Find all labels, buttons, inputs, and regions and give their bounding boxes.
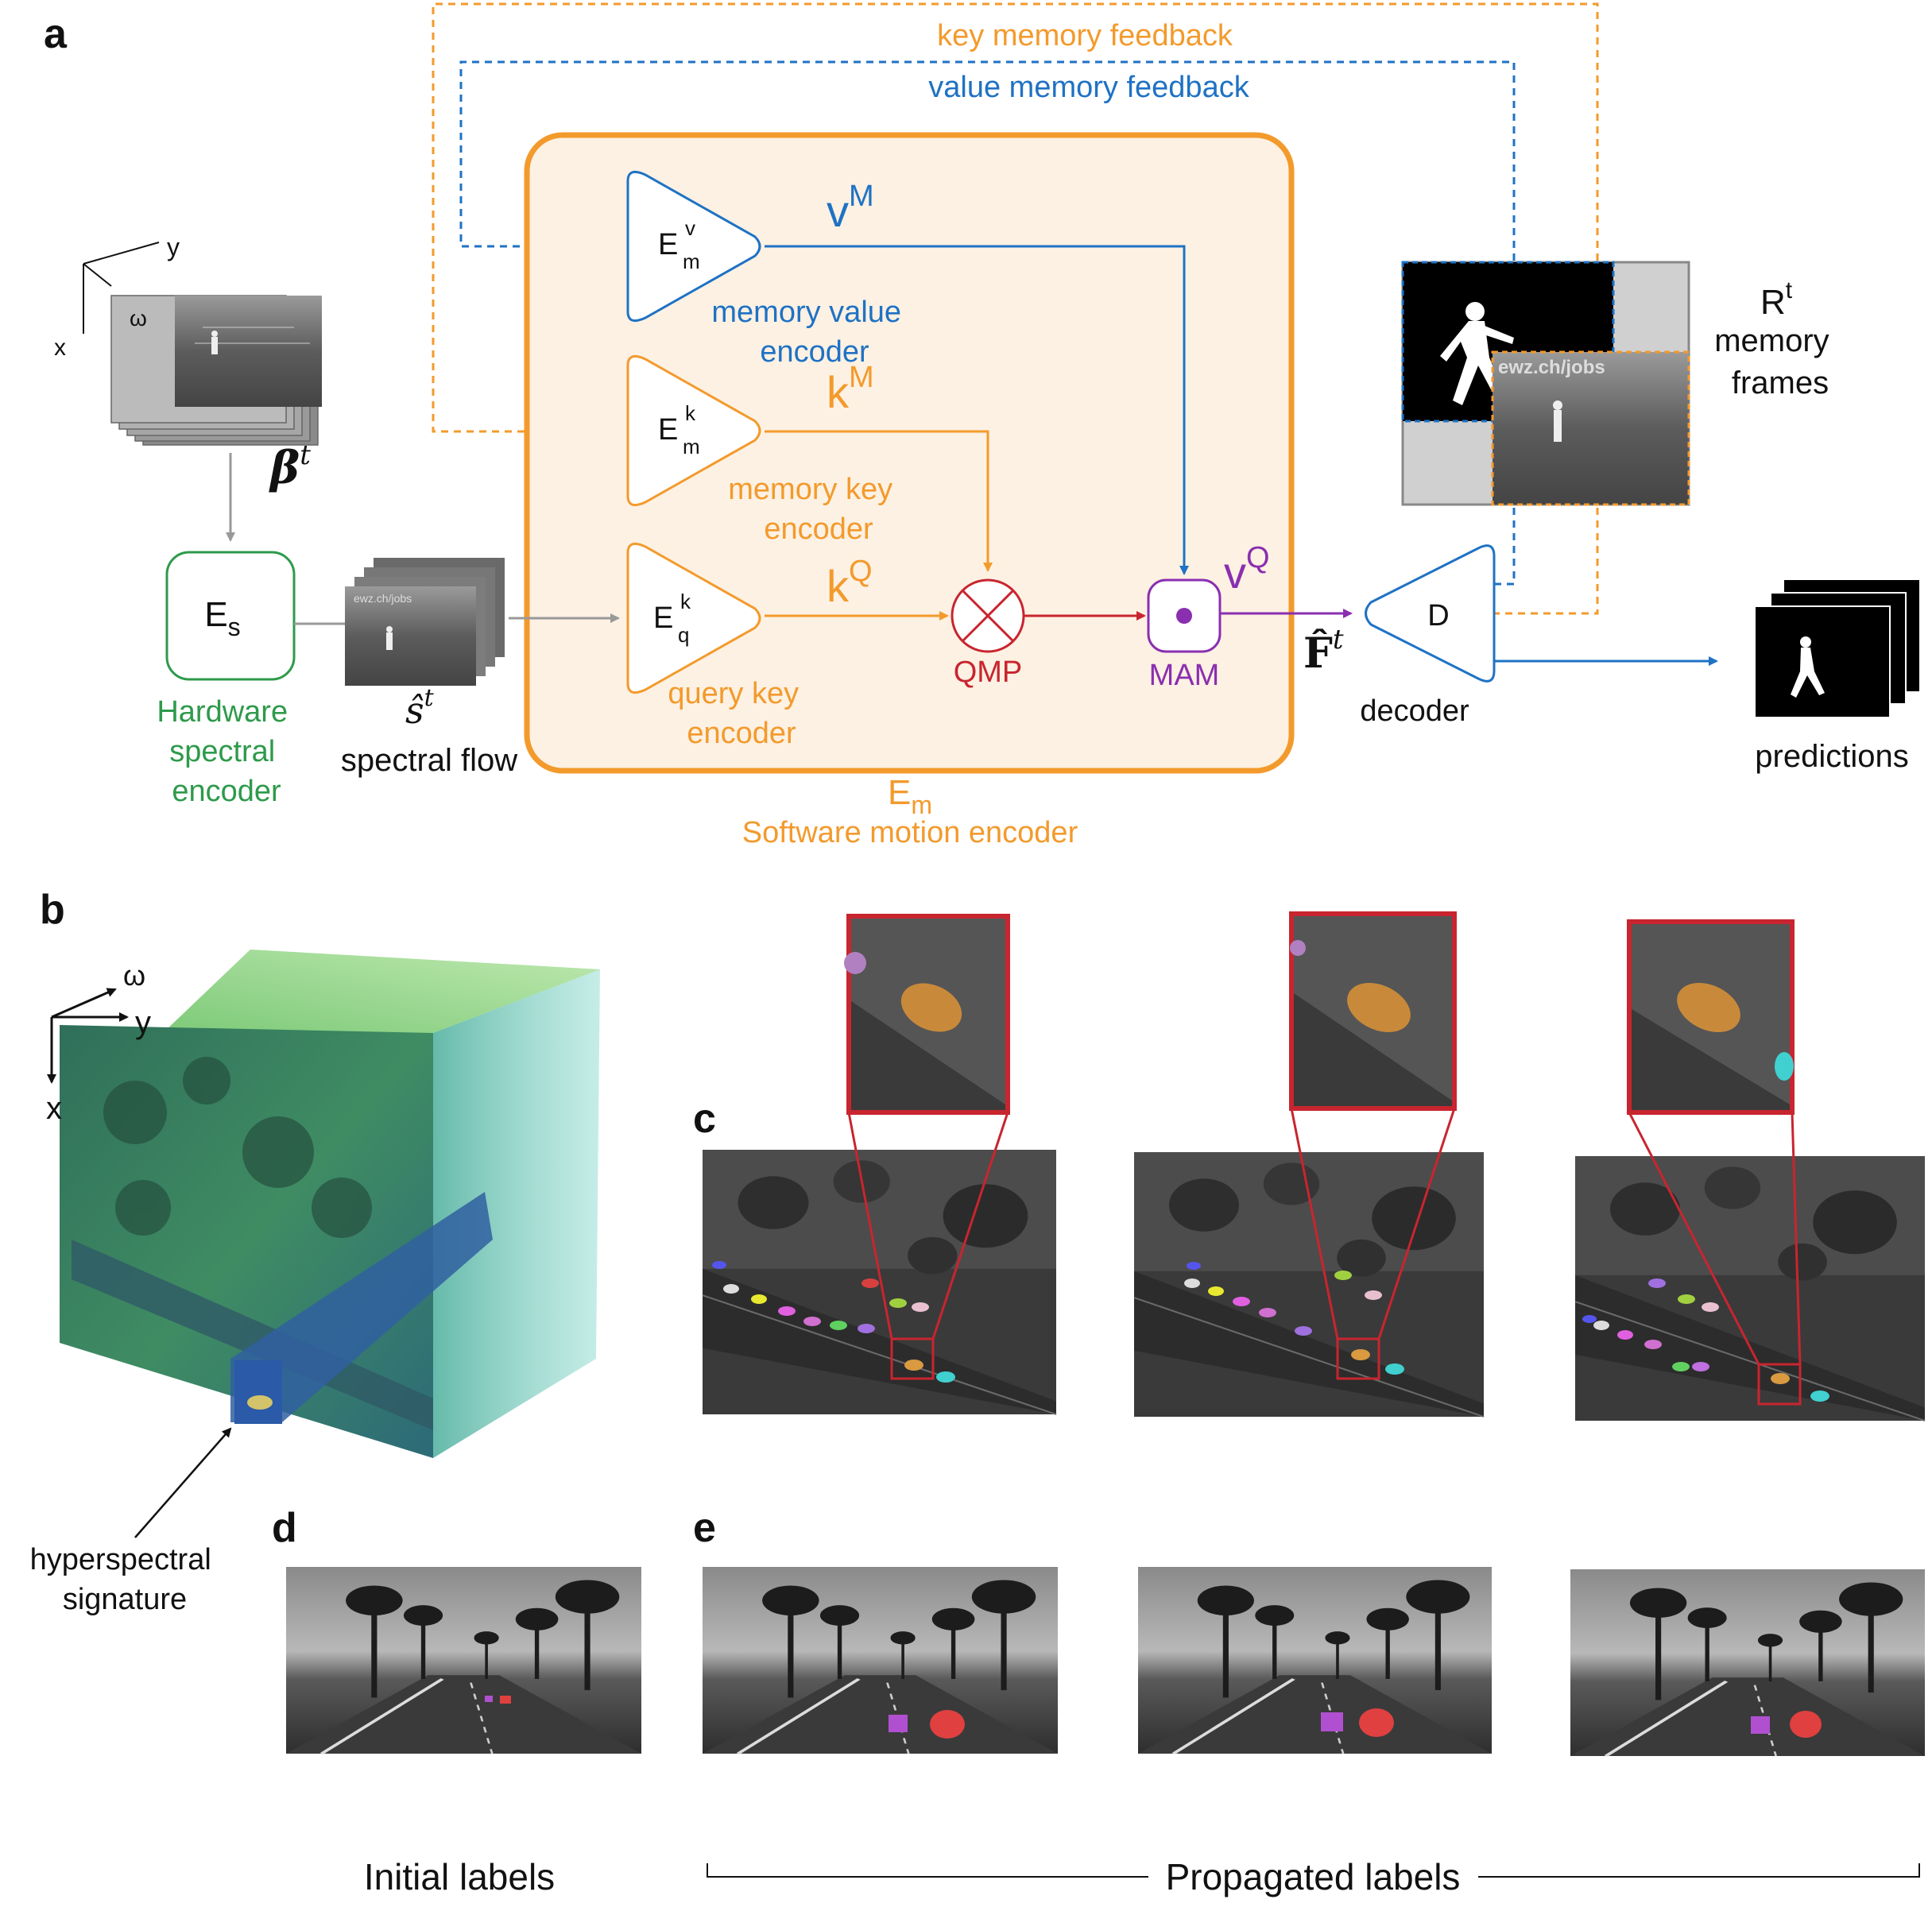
aerial-frame-1 [701,1112,1058,1416]
memory-frames-image: ewz.ch/jobs [1401,261,1690,506]
hardware-encoder-box [165,551,296,681]
zoom-inset-3 [1627,919,1795,1115]
propagated-labels-caption: Propagated labels [1166,1856,1461,1897]
motion-encoder-caption: Software motion encoder [742,816,1078,849]
key-memory-feedback-label: key memory feedback [937,19,1233,52]
value-memory-feedback-loop [459,60,1516,586]
zoom-inset-1 [844,914,1010,1115]
axis-omega-label: ω [130,306,147,331]
value-memory-feedback-label: value memory feedback [928,71,1249,104]
car-masks-frame-1 [712,1261,955,1383]
mam-node [1147,578,1222,653]
memory-key-encoder-caption: memory key encoder [728,473,900,546]
input-frame-stack [110,295,322,446]
qmp-label: QMP [954,656,1023,689]
predictions-label: predictions [1755,739,1908,774]
panel-e: e Propagated labels [693,1505,1925,1897]
signature-caption: hyperspectral signature [30,1543,220,1616]
memory-frames-symbol: Rt [1760,277,1793,322]
aerial-frame-3 [1574,1112,1926,1422]
decoder-letter: D [1427,599,1449,632]
vm-to-mam-arrow [765,245,1189,575]
km-to-qmp-arrow [765,430,993,572]
motion-encoder-symbol: Em [888,773,932,819]
cube-axes [47,988,129,1084]
signature-pointer-arrow [134,1427,232,1538]
street-frame-propagated-2 [1138,1567,1492,1754]
predictions-stack [1754,580,1919,718]
panel-label-e: e [693,1505,716,1551]
cube-axis-x: x [46,1091,62,1126]
initial-labels-caption: Initial labels [364,1856,555,1897]
query-key-encoder-caption: query key encoder [668,677,807,750]
street-frame-propagated-1 [703,1567,1058,1754]
panel-label-a: a [44,11,68,57]
svg-text:ewz.ch/jobs: ewz.ch/jobs [1498,357,1605,378]
decoder-triangle [1365,544,1496,683]
mam-label: MAM [1149,659,1220,692]
panel-label-d: d [272,1505,297,1551]
value-encoder-output: vM [827,180,874,236]
beta-symbol: βt [269,439,311,494]
panel-a: a key memory feedback value memory feedb… [44,2,1919,849]
hardware-encoder-caption: Hardware spectral encoder [157,695,296,808]
zoom-inset-2 [1289,911,1457,1111]
vq-label: vQ [1224,541,1270,598]
aerial-frame-2 [1132,1108,1485,1418]
panel-c: c [693,911,1926,1422]
panel-d: d Initial labels [272,1505,641,1897]
car-masks-frame-2 [1184,1262,1404,1375]
query-key-encoder-triangle [626,542,761,694]
decoder-caption: decoder [1360,694,1469,728]
memory-key-encoder-triangle [626,354,761,507]
panel-b: b ω y x hyperspectral signature [30,887,600,1616]
svg-text:ewz.ch/jobs: ewz.ch/jobs [354,592,412,605]
f-hat-label: F̂t [1303,624,1344,678]
propagated-bracket [707,1863,1920,1878]
street-frame-propagated-3 [1570,1569,1925,1756]
axis-y-label: y [167,233,180,261]
panel-label-b: b [40,887,65,933]
memory-key-output: kM [827,361,874,417]
street-frame-initial [286,1567,641,1754]
car-masks-frame-3 [1582,1278,1829,1402]
hyperspectral-cube [60,950,600,1458]
spectral-flow-stack: ewz.ch/jobs [345,558,505,686]
axis-x-label: x [54,335,66,361]
cube-axis-y: y [135,1005,151,1040]
qmp-node [951,578,1025,653]
value-encoder-caption: memory value encoder [711,296,909,369]
spectral-flow-caption: spectral flow [341,743,517,778]
query-key-output: kQ [827,555,873,611]
value-encoder-triangle [626,170,761,323]
panel-label-c: c [693,1096,716,1142]
spectral-flow-symbol: ŝt [405,684,435,732]
cube-axis-omega: ω [123,959,145,992]
hardware-encoder-symbol: Es [204,595,240,641]
input-axes [83,242,160,334]
memory-frames-caption: memory frames [1714,323,1838,400]
